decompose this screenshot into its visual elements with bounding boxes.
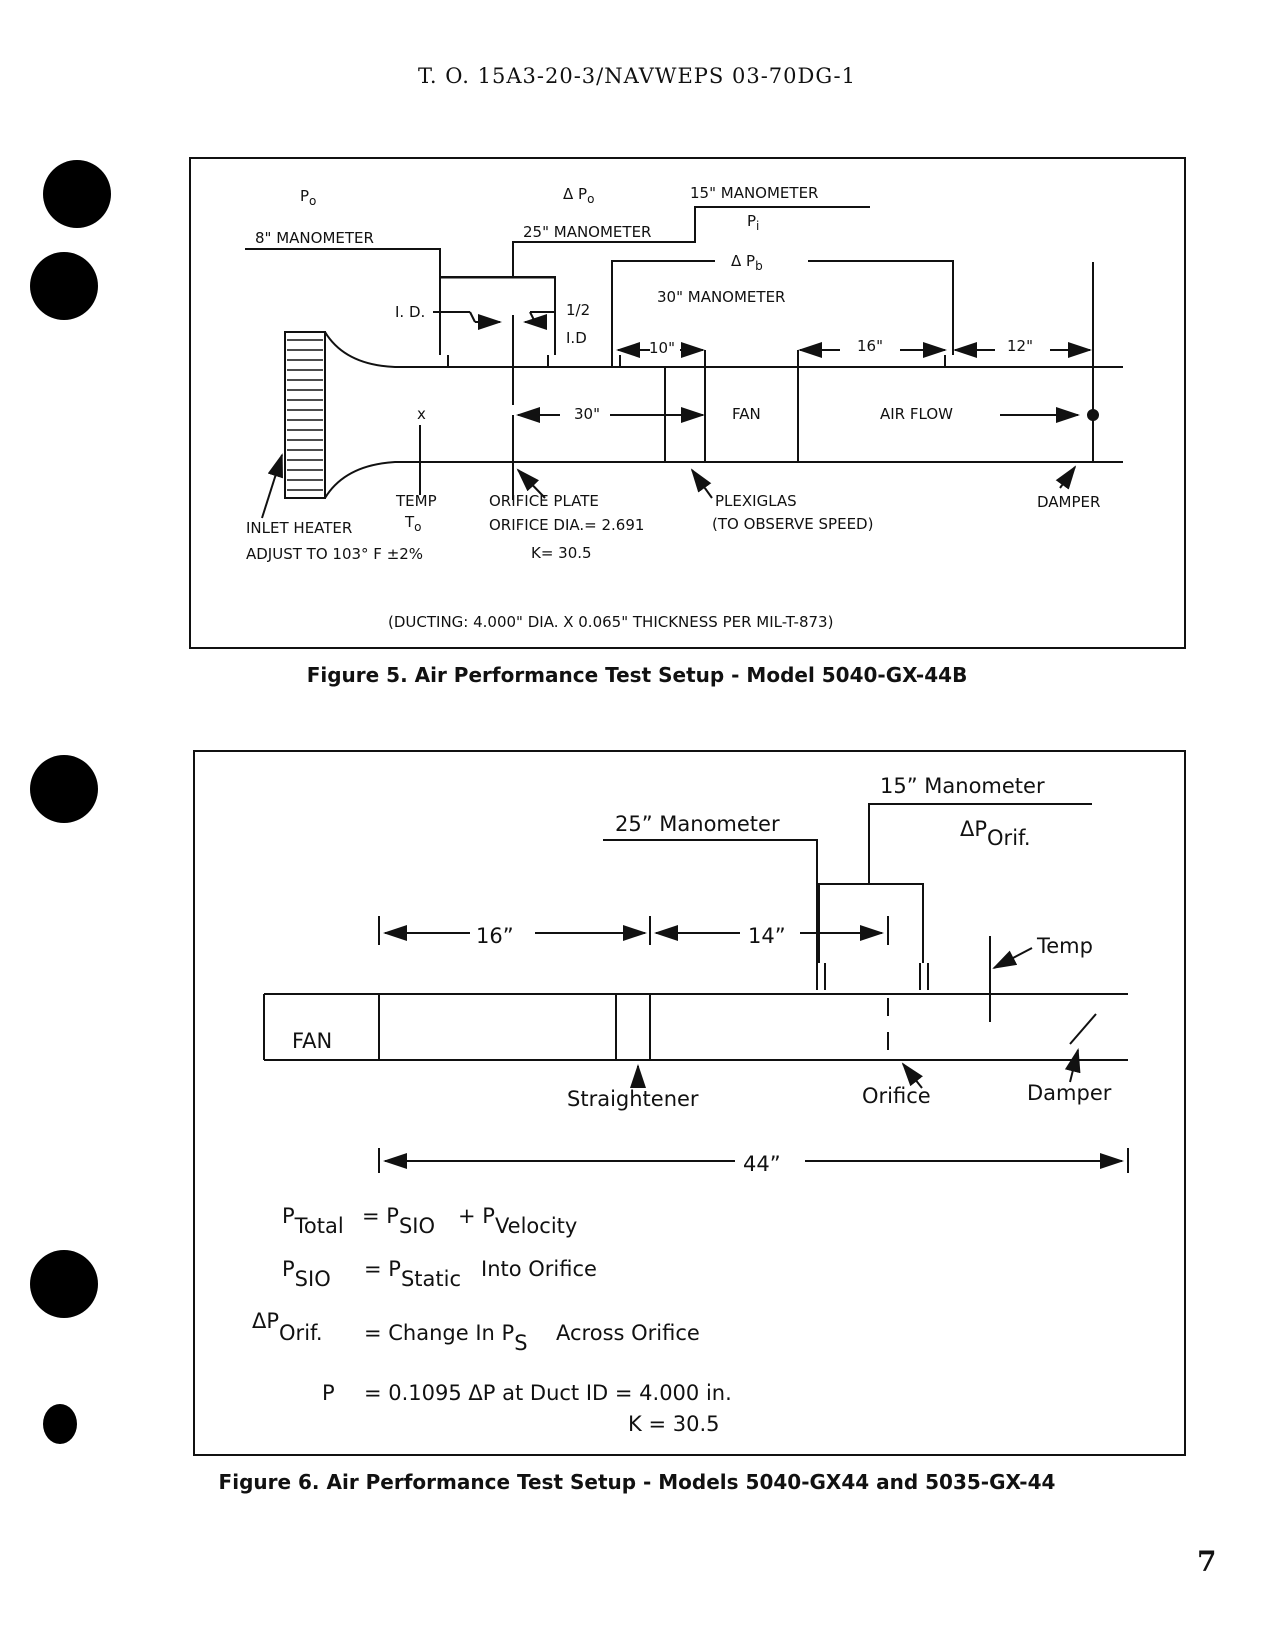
air-flow-label: AIR FLOW xyxy=(880,405,953,423)
dim-30-label: 30" xyxy=(574,405,600,423)
manometer-15-tube xyxy=(512,206,870,277)
x-mark: x xyxy=(417,405,426,423)
dim-16-label-6: 16” xyxy=(476,924,514,948)
orifice-label: Orifice xyxy=(862,1084,931,1108)
figure-6 xyxy=(193,750,1186,1456)
manometer-8-tube xyxy=(245,248,441,355)
pi-label: Pi xyxy=(747,212,759,233)
figure-6-labels: 15” Manometer 25” Manometer ΔPOrif. 16” … xyxy=(252,774,1112,1436)
straightener-label: Straightener xyxy=(567,1087,699,1111)
ducting-note: (DUCTING: 4.000" DIA. X 0.065" THICKNESS… xyxy=(388,613,833,631)
inlet-heater-label: INLET HEATER xyxy=(246,519,352,537)
document-header: T. O. 15A3-20-3/NAVWEPS 03-70DG-1 xyxy=(418,64,856,88)
figure-5-labels: Po Δ Po 15" MANOMETER Pi 8" MANOMETER 25… xyxy=(246,184,1100,631)
orifice-plate-label: ORIFICE PLATE xyxy=(489,492,599,510)
page-number: 7 xyxy=(1197,1545,1217,1578)
half-label: 1/2 xyxy=(566,301,590,319)
figure-5 xyxy=(189,157,1186,649)
equation-1: PTotal = PSIO + PVelocity xyxy=(282,1204,577,1238)
damper-blade xyxy=(1069,1013,1097,1045)
duct-bottom-wall xyxy=(324,461,1123,499)
manometer-15-tube-6 xyxy=(868,803,1092,884)
inlet-heater-grille xyxy=(284,331,326,499)
binder-hole xyxy=(43,1404,77,1444)
temp-label-6: Temp xyxy=(1036,934,1093,958)
k-label: K= 30.5 xyxy=(531,544,592,562)
binder-hole xyxy=(30,252,98,320)
dim-14-label-6: 14” xyxy=(748,924,786,948)
manometer-25-tube-6 xyxy=(603,839,818,963)
adjust-label: ADJUST TO 103° F ±2% xyxy=(246,545,423,563)
temp-label: TEMP xyxy=(395,492,437,510)
equation-3: ΔPOrif. = Change In PS Across Orifice xyxy=(252,1309,700,1355)
plexiglas-label: PLEXIGLAS xyxy=(715,492,797,510)
damper-label: DAMPER xyxy=(1037,493,1100,511)
dim-16-label: 16" xyxy=(857,337,883,355)
manometer-25-tube xyxy=(440,276,556,355)
fan-label: FAN xyxy=(732,405,761,423)
binder-hole xyxy=(30,1250,98,1318)
manometer-25-label-6: 25” Manometer xyxy=(615,812,780,836)
damper-label-6: Damper xyxy=(1027,1081,1112,1105)
figure-5-caption: Figure 5. Air Performance Test Setup - M… xyxy=(306,663,968,687)
manometer-15-label: 15" MANOMETER xyxy=(690,184,818,202)
dp-orif-label: ΔPOrif. xyxy=(960,817,1031,850)
binder-hole xyxy=(30,755,98,823)
dim-10-label: 10" xyxy=(649,339,675,357)
dim-44-label: 44” xyxy=(743,1152,781,1176)
dp0-label: Δ Po xyxy=(563,185,594,206)
figure-5-frame xyxy=(189,157,1186,649)
manometer-30-label: 30" MANOMETER xyxy=(657,288,785,306)
figure-6-frame xyxy=(193,750,1186,1456)
id-label: I. D. xyxy=(395,303,425,321)
manometer-30-tube-right xyxy=(808,260,954,355)
duct-top-wall xyxy=(324,331,1123,368)
manometer-8-label: 8" MANOMETER xyxy=(255,229,374,247)
manometer-link xyxy=(818,883,924,963)
equation-4: P = 0.1095 ΔP at Duct ID = 4.000 in. xyxy=(322,1381,732,1405)
k-line-6: K = 30.5 xyxy=(628,1412,719,1436)
manometer-30-tube-left xyxy=(611,260,715,367)
dpb-label: Δ Pb xyxy=(731,252,763,273)
t0-label: To xyxy=(404,513,422,534)
dim-12-label: 12" xyxy=(1007,337,1033,355)
manometer-25-label: 25" MANOMETER xyxy=(523,223,651,241)
id2-label: I.D xyxy=(566,329,587,347)
observe-speed-label: (TO OBSERVE SPEED) xyxy=(712,515,873,533)
fan-label-6: FAN xyxy=(292,1029,332,1053)
binder-hole xyxy=(43,160,111,228)
manometer-15-label-6: 15” Manometer xyxy=(880,774,1045,798)
heater-grid-lines xyxy=(287,339,323,491)
p0-label: Po xyxy=(300,187,316,208)
equation-2: PSIO = PStatic Into Orifice xyxy=(282,1257,597,1291)
orifice-dia-label: ORIFICE DIA.= 2.691 xyxy=(489,516,644,534)
figure-6-caption: Figure 6. Air Performance Test Setup - M… xyxy=(218,1470,1056,1494)
